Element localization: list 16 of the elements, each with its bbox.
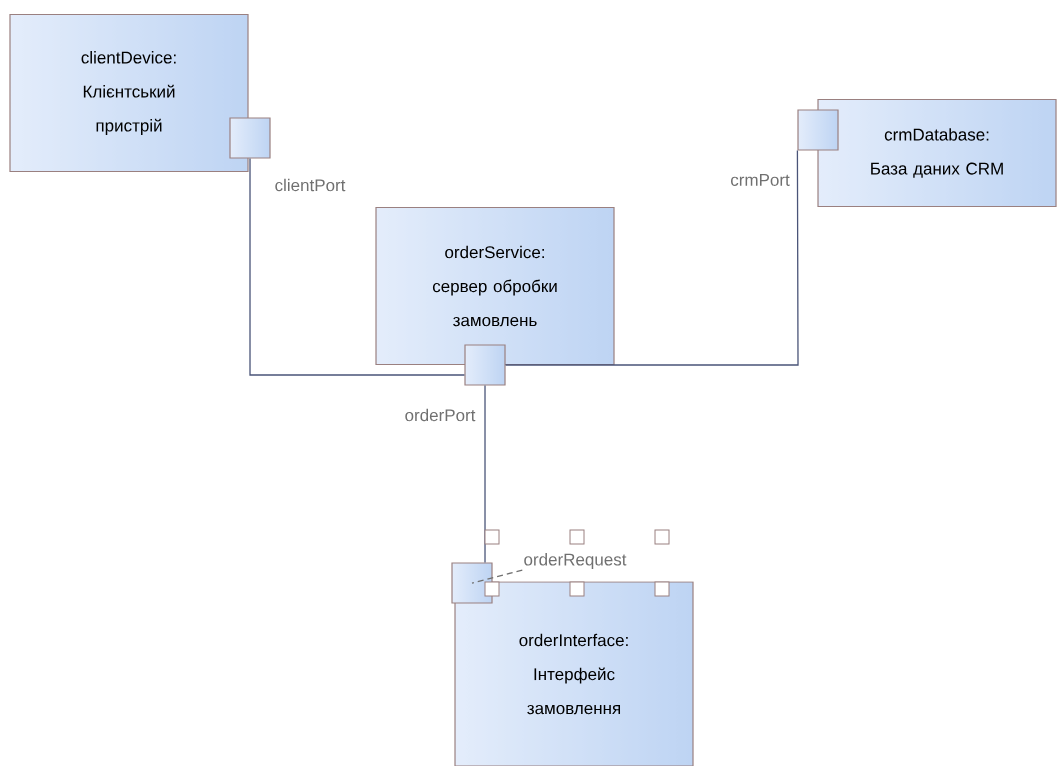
port-square xyxy=(797,109,839,151)
port-square xyxy=(451,562,493,604)
leader-line xyxy=(471,569,523,584)
component-box: orderService: сервер обробки замовлень xyxy=(375,206,615,366)
port-label: clientPort xyxy=(273,177,347,193)
component-box: crmDatabase: База даних CRM xyxy=(817,98,1057,208)
connector-line xyxy=(484,384,486,564)
port-label: orderRequest xyxy=(524,553,627,569)
component-box: clientDevice: Клієнтський пристрій xyxy=(9,13,249,173)
port-square xyxy=(464,344,506,386)
component-box: orderInterface: Інтерфейс замовлення xyxy=(454,581,694,766)
connector-line xyxy=(504,149,799,366)
port-square xyxy=(229,117,271,159)
connector-line xyxy=(249,157,466,376)
port-label: crmPort xyxy=(729,173,791,187)
port-label: orderPort xyxy=(403,407,477,423)
